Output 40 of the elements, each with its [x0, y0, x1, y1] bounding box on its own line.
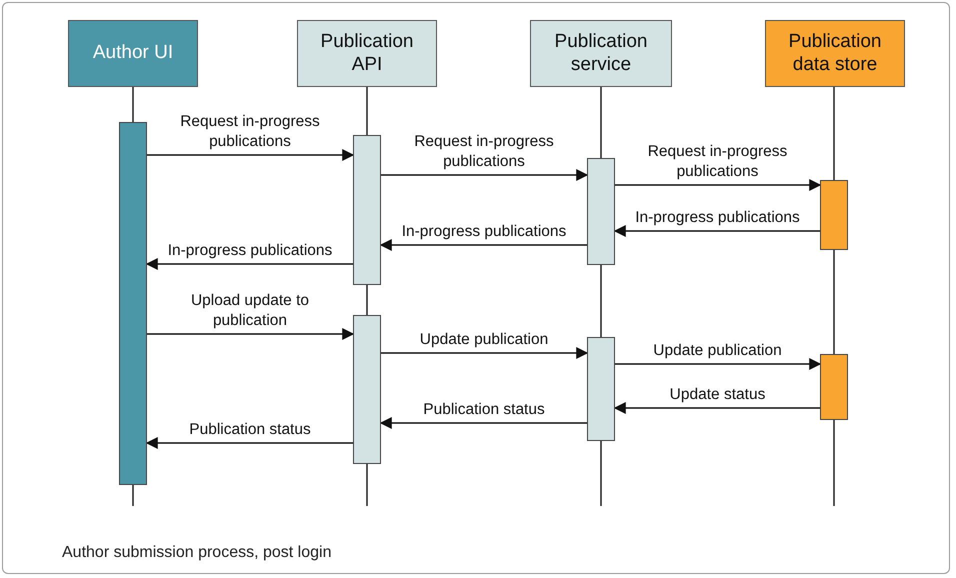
- edge-label: Request in-progress publications: [413, 132, 555, 172]
- activation-bar: [353, 315, 381, 464]
- arrow: [147, 328, 354, 340]
- participant-name: Publication data store: [788, 30, 882, 76]
- caption: Author submission process, post login: [62, 544, 332, 562]
- edge-label: Update publication: [418, 330, 550, 350]
- arrow: [615, 358, 822, 370]
- edge-label: Publication status: [422, 400, 546, 420]
- edge-label: In-progress publications: [634, 208, 801, 228]
- arrow: [614, 402, 820, 414]
- arrow: [380, 239, 587, 251]
- participant-name: Publication API: [320, 30, 414, 76]
- arrow: [381, 169, 588, 181]
- participant-box: [530, 20, 672, 87]
- edge-label: Request in-progress publications: [646, 142, 788, 182]
- activation-bar: [353, 135, 381, 285]
- activation-bar: [587, 158, 615, 265]
- arrow: [147, 149, 354, 161]
- arrow: [146, 258, 353, 270]
- arrow: [614, 225, 820, 237]
- arrow: [615, 179, 822, 191]
- arrow: [146, 437, 353, 449]
- activation-bar: [587, 337, 615, 441]
- activation-bar: [820, 180, 848, 250]
- participant-box: [765, 20, 905, 87]
- activation-bar: [119, 122, 147, 485]
- arrow: [380, 417, 587, 429]
- edge-label: In-progress publications: [166, 240, 334, 261]
- edge-label: Update publication: [652, 340, 783, 361]
- edge-label: Upload update to publication: [190, 290, 310, 331]
- participant-box: [68, 20, 198, 87]
- activation-bar: [820, 354, 848, 420]
- participant-name: Publication service: [554, 30, 648, 76]
- participant-box: [297, 20, 437, 87]
- edge-label: In-progress publications: [400, 222, 568, 242]
- edge-label: Request in-progress publications: [179, 112, 321, 152]
- arrow: [381, 347, 588, 359]
- edge-label: Update status: [668, 384, 766, 405]
- participant-name: Author UI: [92, 42, 174, 65]
- edge-label: Publication status: [188, 420, 312, 440]
